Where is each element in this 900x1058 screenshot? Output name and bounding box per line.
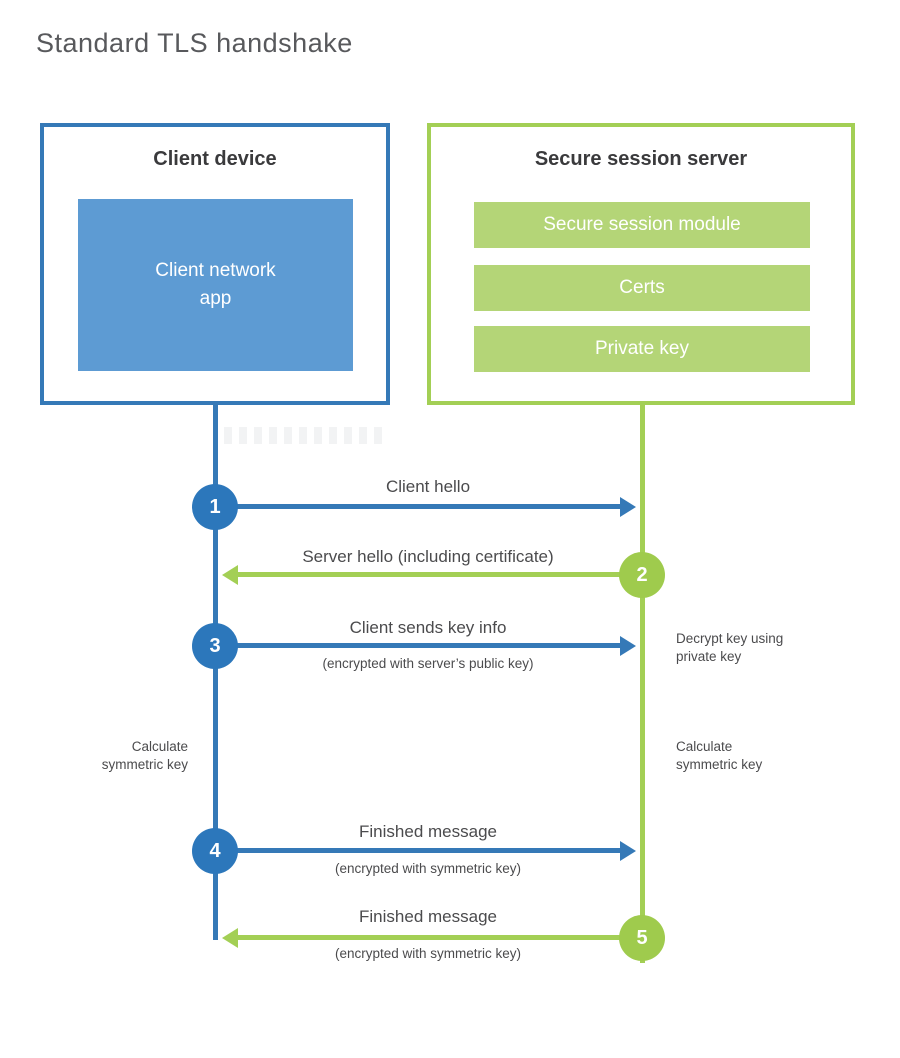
step4-arrowhead-right-icon (620, 841, 636, 861)
step2-arrow-line (238, 572, 642, 577)
client-lifeline (213, 405, 218, 940)
note-calc-symmetric-right: Calculate symmetric key (676, 739, 763, 773)
step3-circle: 3 (192, 623, 238, 669)
step4-circle: 4 (192, 828, 238, 874)
server-module-private-key: Private key (474, 326, 810, 372)
step2-circle: 2 (619, 552, 665, 598)
faint-dashes-decoration (224, 427, 388, 444)
client-network-app-box: Client network app (78, 199, 353, 371)
step3-sublabel: (encrypted with server’s public key) (322, 656, 534, 671)
client-device-title: Client device (153, 148, 277, 170)
step3-label: Client sends key info (349, 618, 507, 637)
step5-circle: 5 (619, 915, 665, 961)
step1-arrow-line (220, 504, 620, 509)
step2-arrowhead-left-icon (222, 565, 238, 585)
step2-label: Server hello (including certificate) (302, 547, 554, 566)
note-calc-symmetric-left: Calculate symmetric key (101, 739, 188, 773)
step5-arrow-line (238, 935, 642, 940)
server-box: Secure session server Secure session mod… (427, 123, 855, 405)
step5-arrowhead-left-icon (222, 928, 238, 948)
server-module-secure-session: Secure session module (474, 202, 810, 248)
step5-sublabel: (encrypted with symmetric key) (334, 946, 522, 961)
step5-label: Finished message (359, 907, 497, 926)
page-title: Standard TLS handshake (36, 28, 353, 58)
step3-arrowhead-right-icon (620, 636, 636, 656)
note-decrypt-key: Decrypt key using private key (676, 631, 784, 665)
step1-label: Client hello (385, 477, 471, 496)
step4-label: Finished message (359, 822, 497, 841)
server-lifeline (640, 405, 645, 963)
client-device-box: Client device Client network app (40, 123, 390, 405)
server-title: Secure session server (534, 148, 748, 170)
step4-arrow-line (220, 848, 620, 853)
step1-circle: 1 (192, 484, 238, 530)
step4-sublabel: (encrypted with symmetric key) (334, 861, 522, 876)
step1-arrowhead-right-icon (620, 497, 636, 517)
step3-arrow-line (220, 643, 620, 648)
server-module-certs: Certs (474, 265, 810, 311)
